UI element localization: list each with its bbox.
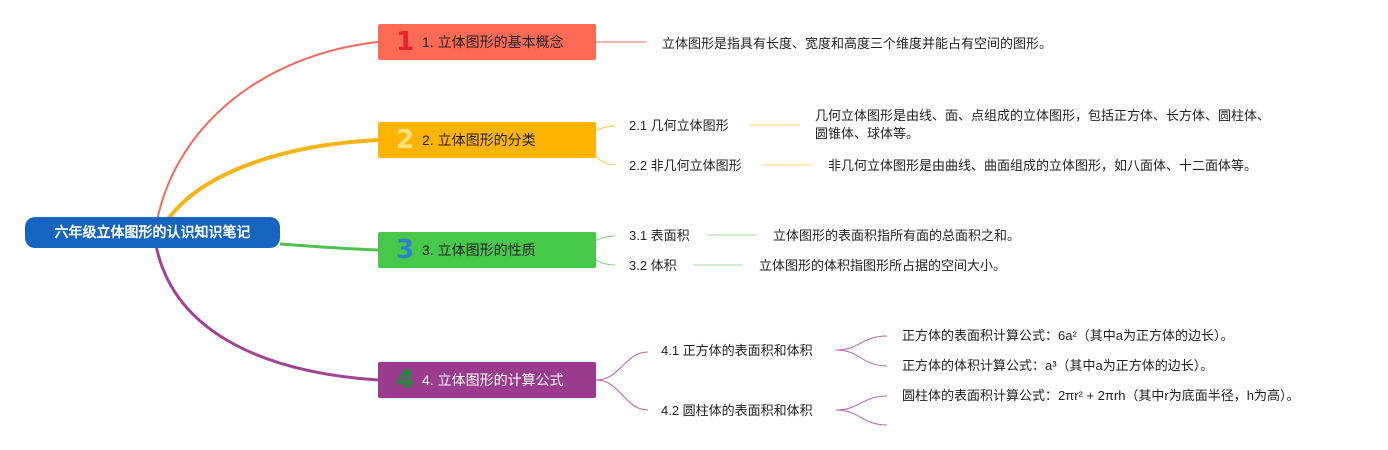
subtopic-geometric[interactable]: 2.1 几何立体图形 (629, 118, 729, 133)
number-4-badge: 4 (396, 365, 415, 395)
cube-area-formula[interactable]: 正方体的表面积计算公式：6a²（其中a为正方体的边长）。 (902, 328, 1234, 343)
volume-text[interactable]: 立体图形的体积指图形所占据的空间大小。 (759, 258, 1007, 273)
geometric-text[interactable]: 几何立体图形是由线、面、点组成的立体图形，包括正方体、长方体、圆柱体、 圆锥体、… (815, 107, 1270, 143)
surface-area-text[interactable]: 立体图形的表面积指所有面的总面积之和。 (773, 228, 1021, 243)
root-topic[interactable]: 六年级立体图形的认识知识笔记 (25, 217, 280, 248)
topic-classification[interactable]: 2 2. 立体图形的分类 (378, 122, 596, 158)
topic-label: 1. 立体图形的基本概念 (422, 34, 564, 50)
cylinder-area-formula[interactable]: 圆柱体的表面积计算公式：2πr² + 2πrh（其中r为底面半径，h为高）。 (902, 388, 1300, 403)
topic-basic-concept[interactable]: 1 1. 立体图形的基本概念 (378, 24, 596, 60)
link-root-topic1 (154, 41, 379, 233)
topic-label: 3. 立体图形的性质 (422, 242, 536, 258)
link-topic4-cylinder (595, 379, 649, 411)
subtopic-non-geometric[interactable]: 2.2 非几何立体图形 (629, 158, 742, 173)
subtopic-surface-area[interactable]: 3.1 表面积 (629, 228, 690, 243)
link-cylinder-area (835, 395, 888, 411)
geometric-text-line2: 圆锥体、球体等。 (815, 126, 920, 141)
link-cylinder-extra (835, 409, 888, 426)
link-topic4-cube (595, 351, 649, 381)
non-geometric-text[interactable]: 非几何立体图形是由曲线、曲面组成的立体图形，如八面体、十二面体等。 (828, 158, 1258, 173)
geometric-text-line1: 几何立体图形是由线、面、点组成的立体图形，包括正方体、长方体、圆柱体、 (815, 108, 1271, 123)
subtopic-cylinder[interactable]: 4.2 圆柱体的表面积和体积 (661, 403, 813, 418)
link-cube-area (835, 335, 888, 351)
topic-properties[interactable]: 3 3. 立体图形的性质 (378, 232, 596, 268)
number-1-badge: 1 (396, 27, 415, 57)
number-3-badge: 3 (396, 235, 415, 265)
link-cube-volume (835, 349, 888, 367)
concept-text[interactable]: 立体图形是指具有长度、宽度和高度三个维度并能占有空间的图形。 (662, 36, 1053, 51)
link-root-topic3 (279, 242, 379, 252)
topic-label: 2. 立体图形的分类 (422, 132, 536, 148)
cube-volume-formula[interactable]: 正方体的体积计算公式：a³（其中a为正方体的边长）。 (902, 358, 1214, 373)
link-root-topic4 (153, 239, 379, 382)
subtopic-cube[interactable]: 4.1 正方体的表面积和体积 (661, 343, 813, 358)
topic-formulas[interactable]: 4 4. 立体图形的计算公式 (378, 362, 596, 398)
number-2-badge: 2 (396, 125, 415, 155)
subtopic-volume[interactable]: 3.2 体积 (629, 258, 677, 273)
topic-label: 4. 立体图形的计算公式 (422, 372, 564, 388)
link-root-topic2 (158, 138, 379, 233)
